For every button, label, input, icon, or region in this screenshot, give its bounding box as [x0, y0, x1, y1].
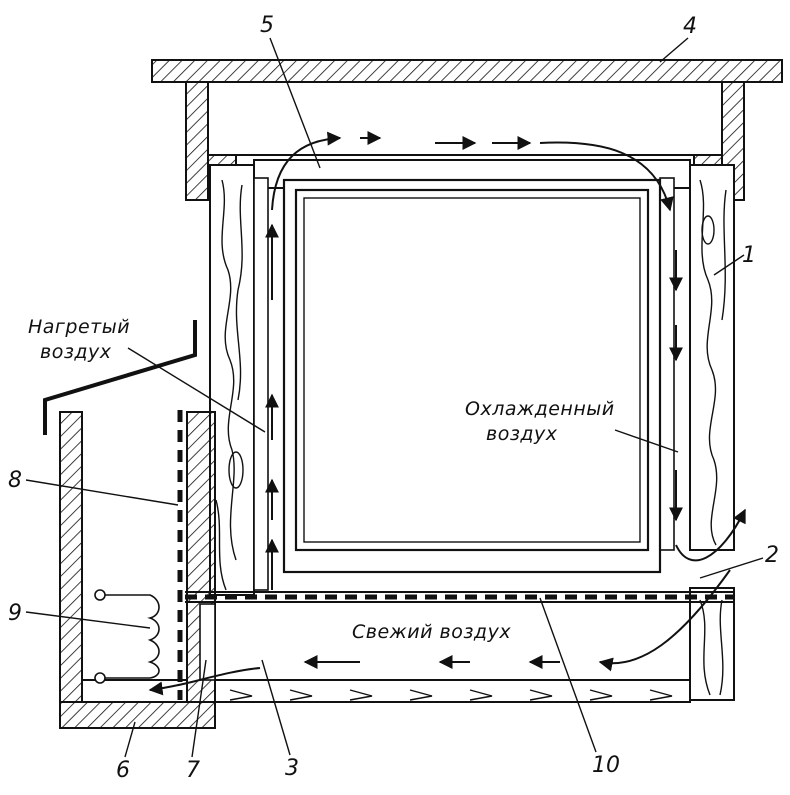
- callout-9: 9: [8, 601, 22, 626]
- cooled-air-label-2: воздух: [486, 423, 558, 445]
- callouts: 1 2 3 4 5 6 7 8 9 10: [8, 13, 779, 783]
- callout-7: 7: [186, 758, 200, 783]
- heater-box: [43, 320, 216, 729]
- callout-8: 8: [8, 468, 22, 493]
- airflow-arrows: [148, 131, 746, 696]
- bottom-board: [214, 679, 691, 703]
- fresh-air-label: Свежий воздух: [352, 621, 511, 643]
- heated-air-label-2: воздух: [40, 341, 112, 363]
- callout-6: 6: [116, 758, 130, 783]
- left-hive-wall: [209, 164, 255, 596]
- partition: [199, 603, 216, 681]
- cooled-air-label-1: Охлажденный: [465, 398, 615, 420]
- callout-3: 3: [285, 756, 299, 781]
- callout-1: 1: [742, 243, 756, 268]
- right-hive-wall: [689, 164, 735, 701]
- callout-10: 10: [592, 753, 620, 778]
- callout-4: 4: [683, 14, 697, 39]
- mesh-floor: [185, 591, 734, 603]
- callout-2: 2: [765, 543, 779, 568]
- heated-air-leader: [127, 347, 266, 433]
- callout-5: 5: [260, 13, 274, 38]
- frame-block: [253, 159, 691, 591]
- heated-air-label-1: Нагретый: [28, 316, 130, 338]
- cooled-air-leader: [614, 429, 679, 453]
- heating-coil: [94, 589, 160, 684]
